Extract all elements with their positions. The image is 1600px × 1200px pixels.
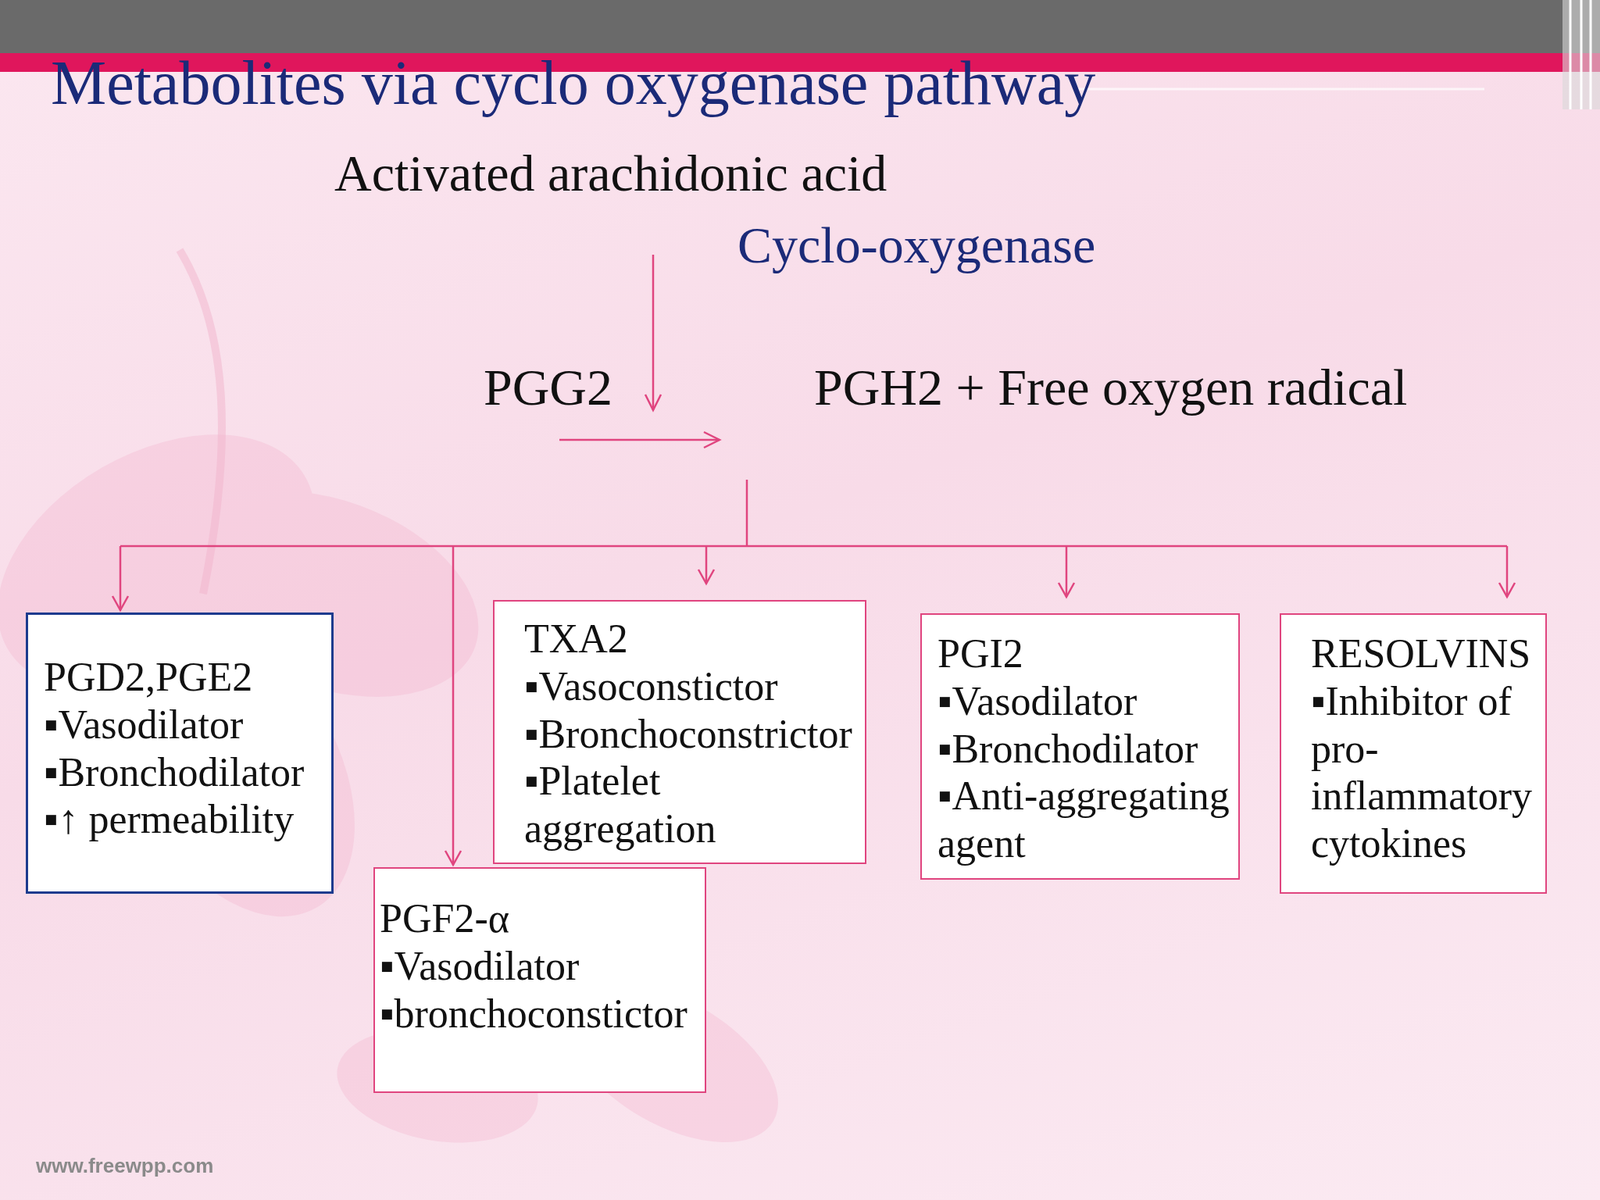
box-bullet: ▪Vasodilator: [43, 701, 329, 750]
top-bar: [0, 0, 1600, 54]
branch-drop: [1506, 546, 1509, 597]
flow-arrow: [559, 439, 720, 442]
corner-stripe: [1569, 0, 1572, 110]
box-bullet: ▪Vasodilator: [937, 678, 1234, 726]
flow-arrow: [652, 254, 655, 411]
enzyme-label: Cyclo-oxygenase: [737, 215, 1096, 275]
arrow-head: [698, 569, 715, 584]
box-bullet: ▪Inhibitor of pro-inflammatory cytokines: [1310, 678, 1543, 868]
box-bullet: ▪Bronchodilator: [937, 725, 1234, 774]
branch-line: [120, 545, 1508, 548]
arrow-head: [645, 394, 661, 411]
metabolite-box: PGD2,PGE2▪Vasodilator▪Bronchodilator▪↑ p…: [25, 612, 334, 894]
box-bullet: ▪Anti-aggregating agent: [937, 772, 1234, 868]
branch-drop: [1065, 546, 1068, 597]
box-bullet: ▪Bronchodilator: [43, 749, 329, 797]
source-label: Activated arachidonic acid: [334, 143, 887, 204]
box-bullet: ▪Bronchoconstrictor: [524, 710, 858, 759]
arrow-head: [1058, 582, 1075, 597]
watermark: www.freewpp.com: [35, 1154, 214, 1179]
branch-drop: [705, 546, 708, 584]
product-label: PGH2 + Free oxygen radical: [814, 357, 1408, 418]
box-heading: PGF2-α: [379, 895, 700, 943]
corner-stripe: [1580, 0, 1583, 110]
box-bullet: ▪↑ permeability: [43, 796, 329, 844]
box-heading: PGD2,PGE2: [43, 653, 329, 702]
box-heading: PGI2: [937, 630, 1234, 679]
arrow-head: [112, 596, 129, 611]
trunk-line: [746, 479, 749, 547]
flower-stem: [179, 250, 222, 594]
arrow-head: [445, 850, 461, 865]
arrow-head: [703, 432, 720, 448]
box-heading: TXA2: [524, 615, 858, 664]
metabolite-box: PGI2▪Vasodilator▪Bronchodilator▪Anti-agg…: [920, 613, 1240, 880]
metabolite-box: RESOLVINS▪Inhibitor of pro-inflammatory …: [1279, 613, 1547, 894]
box-bullet: ▪bronchoconstictor: [379, 990, 700, 1039]
arrow-head: [1499, 582, 1515, 597]
slide-title: Metabolites via cyclo oxygenase pathway: [50, 48, 1096, 118]
box-bullet: ▪Platelet aggregation: [524, 757, 858, 854]
corner-stripe: [1589, 0, 1593, 110]
intermediate-label: PGG2: [483, 357, 613, 418]
metabolite-box: TXA2▪Vasoconstictor▪Bronchoconstrictor▪P…: [492, 600, 867, 865]
branch-drop: [452, 546, 455, 865]
box-heading: RESOLVINS: [1310, 630, 1543, 679]
accent-line: [1078, 88, 1485, 91]
box-bullet: ▪Vasoconstictor: [524, 663, 858, 711]
metabolite-box: PGF2-α▪Vasodilator▪bronchoconstictor: [373, 867, 707, 1093]
box-bullet: ▪Vasodilator: [379, 942, 700, 991]
branch-drop: [119, 546, 122, 611]
corner-stripes: [1562, 0, 1600, 110]
